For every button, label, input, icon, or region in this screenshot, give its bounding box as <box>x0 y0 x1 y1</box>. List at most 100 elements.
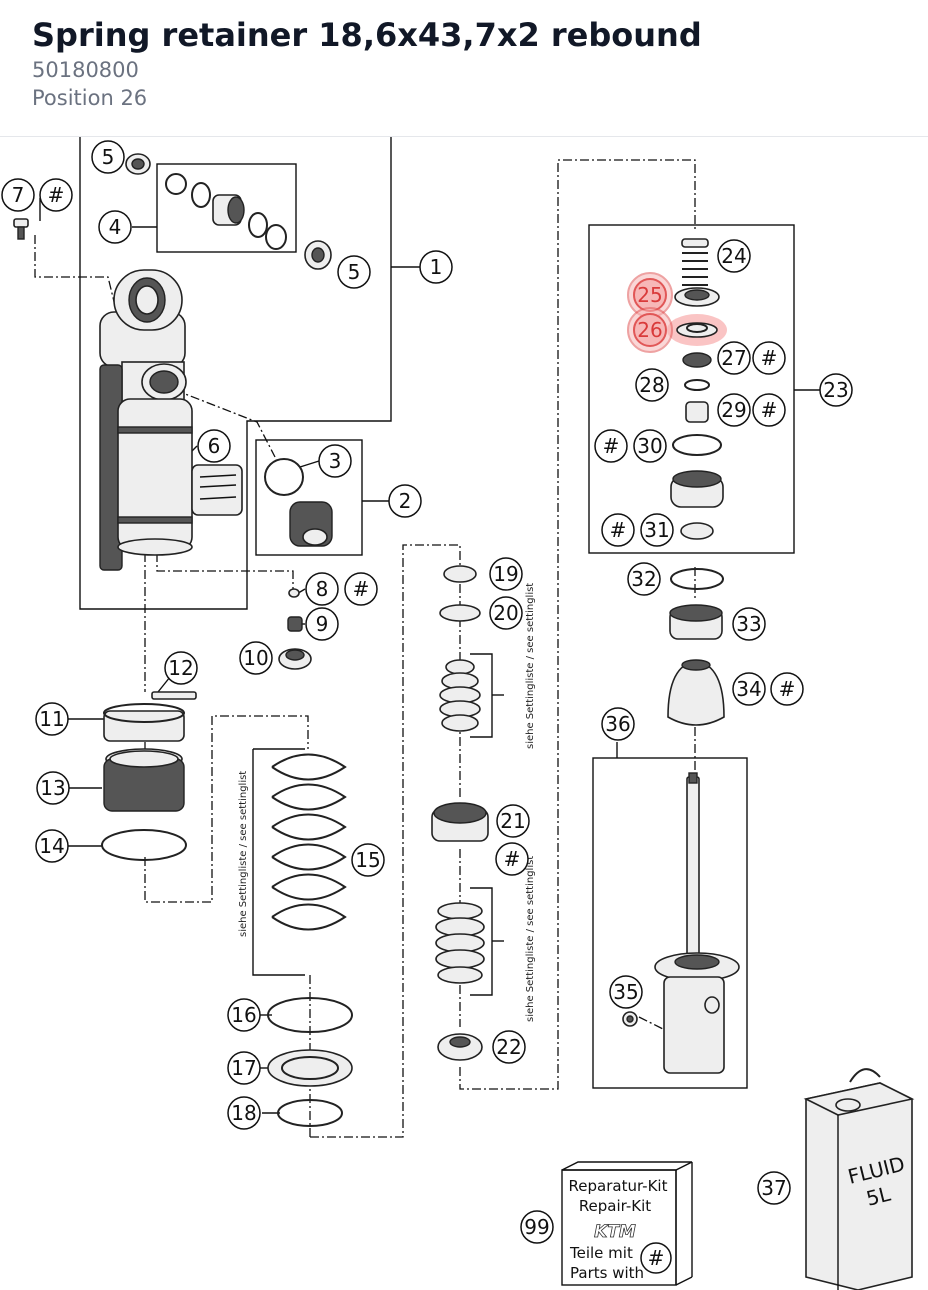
callout-label: 7 <box>12 183 25 207</box>
callout-circle <box>635 368 669 402</box>
callout-label: 24 <box>721 244 746 268</box>
callout-label: 32 <box>631 567 656 591</box>
callout-label: 10 <box>243 646 268 670</box>
callout-circle <box>633 313 667 347</box>
position-callout-12: 12 <box>164 651 198 685</box>
position-callout-6: 6 <box>197 429 231 463</box>
callout-circle <box>35 829 69 863</box>
repair-kit-marker: # <box>495 842 529 876</box>
settinglist-note-spring: siehe Settingliste / see settinglist <box>238 771 249 937</box>
callout-circle <box>752 341 786 375</box>
callout-label: # <box>48 183 65 207</box>
callout-circle <box>419 250 453 284</box>
position-callout-9: 9 <box>305 607 339 641</box>
callout-circle <box>757 1171 791 1205</box>
callout-label: 29 <box>721 398 746 422</box>
callout-label: 6 <box>208 434 221 458</box>
callout-circle <box>752 393 786 427</box>
rod-parts-illustration <box>622 238 740 1074</box>
repair-kit-marker: # <box>770 672 804 706</box>
position-callout-16: 16 <box>227 998 261 1032</box>
repair-kit-text-line4: Parts with <box>570 1264 644 1282</box>
callout-label: 31 <box>644 518 669 542</box>
callout-circle <box>239 641 273 675</box>
callout-label: 20 <box>493 601 518 625</box>
callout-label: 16 <box>231 1003 256 1027</box>
position-callout-7: 7 <box>1 178 35 212</box>
callout-circle <box>732 672 766 706</box>
position-callout-36: 36 <box>601 707 635 741</box>
callout-label: 26 <box>637 318 662 342</box>
callout-label: # <box>353 577 370 601</box>
callout-circle <box>337 255 371 289</box>
position-callout-5: 5 <box>91 140 125 174</box>
position-callout-1: 1 <box>419 250 453 284</box>
position-callout-3: 3 <box>318 444 352 478</box>
callout-label: 9 <box>316 612 329 636</box>
position-callout-30: 30 <box>633 429 667 463</box>
repair-kit-marker: # <box>752 393 786 427</box>
callout-circle <box>520 1210 554 1244</box>
callout-label: 11 <box>39 707 64 731</box>
shock-body-illustration <box>99 269 243 571</box>
callout-label: 27 <box>721 346 746 370</box>
callout-circle <box>770 672 804 706</box>
settinglist-note-upper: siehe Settingliste / see settinglist <box>525 583 536 749</box>
callout-label: 3 <box>329 449 342 473</box>
callout-circle <box>717 239 751 273</box>
settinglist-notes: siehe Settingliste / see settinglist sie… <box>238 583 536 1022</box>
callout-label: 14 <box>39 834 64 858</box>
repair-kit-marker: # <box>344 572 378 606</box>
callout-circle <box>640 513 674 547</box>
callout-circle <box>91 140 125 174</box>
callout-circle <box>717 341 751 375</box>
position-callout-22: 22 <box>492 1030 526 1064</box>
position-callout-23: 23 <box>819 373 853 407</box>
callout-circle <box>227 1096 261 1130</box>
position-callout-24: 24 <box>717 239 751 273</box>
callout-label: 15 <box>355 848 380 872</box>
exploded-parts-diagram: FLUID 5L Reparatur-Kit Repair-Kit KTM Te… <box>1 137 915 1290</box>
page-title: Spring retainer 18,6x43,7x2 rebound <box>32 16 702 54</box>
part-number: 50180800 <box>32 58 139 82</box>
callout-circle <box>164 651 198 685</box>
repair-kit-marker: # <box>601 513 635 547</box>
callout-label: 12 <box>168 656 193 680</box>
callout-circle <box>601 513 635 547</box>
callout-circle <box>197 429 231 463</box>
position-callout-17: 17 <box>227 1051 261 1085</box>
callout-circle <box>351 843 385 877</box>
settinglist-note-lower: siehe Settingliste / see settinglist <box>525 856 536 1022</box>
position-callout-27: 27 <box>717 341 751 375</box>
callout-label: 28 <box>639 373 664 397</box>
position-callout-4: 4 <box>98 210 132 244</box>
position-callout-8: 8 <box>305 572 339 606</box>
callout-circle <box>633 429 667 463</box>
callout-label: # <box>761 346 778 370</box>
callout-label: # <box>610 518 627 542</box>
callout-circle <box>318 444 352 478</box>
position-callout-13: 13 <box>36 771 70 805</box>
repair-kit-marker: # <box>594 429 628 463</box>
callout-label: 99 <box>524 1215 549 1239</box>
position-callout-10: 10 <box>239 641 273 675</box>
shim-stack-illustration <box>431 565 489 1061</box>
repair-kit-illustration: Reparatur-Kit Repair-Kit KTM Teile mit P… <box>561 1161 693 1286</box>
position-callout-19: 19 <box>489 557 523 591</box>
callout-label: 30 <box>637 434 662 458</box>
callout-label: 23 <box>823 378 848 402</box>
callout-label: 4 <box>109 215 122 239</box>
callout-label: 35 <box>613 980 638 1004</box>
callout-label: # <box>504 847 521 871</box>
callout-circle <box>36 771 70 805</box>
position-label: Position 26 <box>32 86 148 110</box>
callout-label: 22 <box>496 1035 521 1059</box>
callout-circle <box>609 975 643 1009</box>
callout-circle <box>496 804 530 838</box>
position-callout-31: 31 <box>640 513 674 547</box>
callout-label: 8 <box>316 577 329 601</box>
callout-label: 33 <box>736 612 761 636</box>
fluid-can-illustration: FLUID 5L <box>803 1068 915 1290</box>
position-callout-33: 33 <box>732 607 766 641</box>
bearing-assembly-illustration <box>13 153 332 270</box>
